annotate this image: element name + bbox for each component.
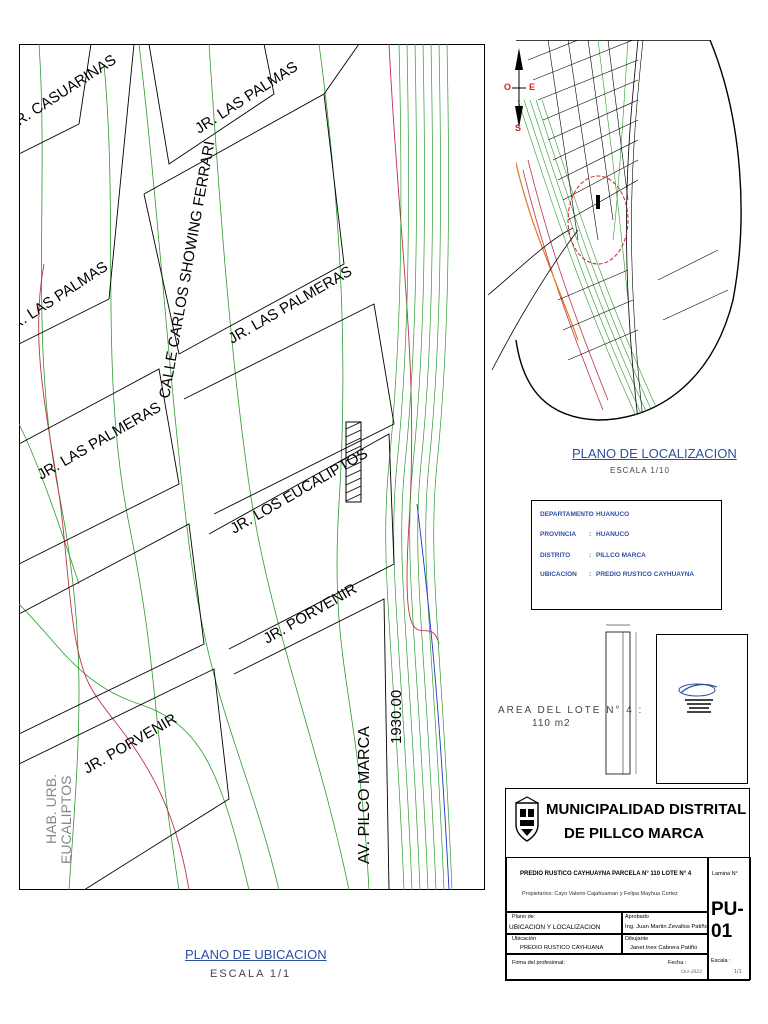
fecha-value: Oct-2023 bbox=[681, 969, 702, 975]
lot-area-line1: AREA DEL LOTE N° 4 : bbox=[498, 705, 644, 716]
aprobado-cell bbox=[622, 912, 708, 934]
compass-o: O bbox=[504, 82, 511, 92]
aprobado-label: Aprobado bbox=[625, 914, 649, 920]
ubicacion-map: JR. CASUARINAS JR. LAS PALMAS JR. LAS PA… bbox=[19, 44, 485, 890]
ubicacion-title: PLANO DE UBICACION bbox=[185, 947, 327, 962]
compass-e: E bbox=[529, 82, 535, 92]
project-title: PREDIO RUSTICO CAYHUAYNA PARCELA N° 110 … bbox=[520, 871, 692, 877]
lamina-cell bbox=[708, 857, 751, 980]
lamina-value: PU-01 bbox=[711, 899, 744, 942]
street-av-pilco-marca: AV. PILCO MARCA bbox=[356, 726, 373, 864]
escala-value: 1/1 bbox=[734, 969, 742, 975]
ubicacion-value: PREDIO RUSTICO CAYHUANA bbox=[520, 945, 604, 951]
municipality-line1: MUNICIPALIDAD DISTRITAL bbox=[546, 801, 747, 818]
hab-urb-label: HAB. URB. bbox=[43, 774, 59, 844]
localizacion-title: PLANO DE LOCALIZACION bbox=[572, 446, 737, 461]
fecha-label: Fecha : bbox=[668, 960, 687, 966]
ubicacion-cell bbox=[506, 934, 622, 954]
signature-box bbox=[656, 634, 748, 784]
aprobado-value: Ing. Juan Martin Zevallos Patiño bbox=[625, 924, 708, 930]
project-cell bbox=[506, 857, 708, 912]
ubicacion-scale: ESCALA 1/1 bbox=[210, 968, 292, 980]
street-porvenir-right: JR. PORVENIR bbox=[261, 580, 360, 647]
street-las-palmeras-left: JR. LAS PALMERAS bbox=[35, 399, 165, 484]
plano-value: UBICACION Y LOCALIZACION bbox=[509, 924, 601, 931]
street-casuarinas: JR. CASUARINAS bbox=[19, 51, 119, 133]
plano-cell bbox=[506, 912, 622, 934]
lamina-label: Lamina N° bbox=[712, 871, 738, 877]
ubicacion-label: Ubicación bbox=[512, 936, 537, 942]
compass-s: S bbox=[515, 123, 521, 133]
firma-label: Firma del profesional: bbox=[512, 960, 565, 966]
project-owners: Propietarios: Cayo Valerio Cajahuaman y … bbox=[522, 891, 678, 897]
stamp-image bbox=[678, 683, 718, 713]
title-block: MUNICIPALIDAD DISTRITAL DE PILLCO MARCA … bbox=[505, 788, 751, 981]
street-las-palmeras-mid: JR. LAS PALMERAS bbox=[226, 263, 356, 348]
municipality-logo bbox=[512, 795, 542, 845]
firma-cell bbox=[506, 954, 708, 980]
eucaliptos-label: EUCALIPTOS bbox=[58, 776, 74, 864]
street-las-palmas-left: JR. LAS PALMAS bbox=[19, 258, 111, 337]
localizacion-scale: ESCALA 1/10 bbox=[610, 466, 670, 475]
dibujante-label: Dibujante bbox=[625, 936, 649, 942]
street-porvenir-left: JR. PORVENIR bbox=[81, 710, 180, 777]
plano-label: Plano de: bbox=[512, 914, 536, 920]
lot-area-line2: 110 m2 bbox=[532, 718, 571, 729]
localizacion-map: O E S bbox=[488, 40, 748, 440]
street-las-palmas-top: JR. LAS PALMAS bbox=[192, 58, 301, 137]
location-info-panel: DEPARTAMENTO : HUANUCO PROVINCIA : HUANU… bbox=[531, 500, 722, 610]
dibujante-value: Janet Inex Cabrera Patiño bbox=[630, 945, 698, 951]
escala-label: Escala : bbox=[711, 958, 731, 964]
municipality-line2: DE PILLCO MARCA bbox=[564, 825, 704, 842]
contour-label: 1930.00 bbox=[388, 690, 405, 744]
dibujante-cell bbox=[622, 934, 708, 954]
street-calle-carlos: CALLE CARLOS SHOWING FERRARI bbox=[156, 140, 218, 400]
lot-sketch bbox=[602, 620, 642, 780]
